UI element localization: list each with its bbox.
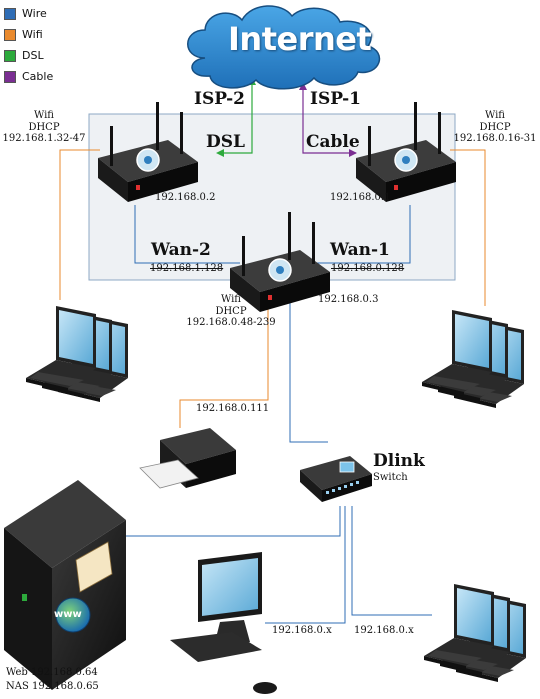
legend: Wire Wifi DSL Cable [4,3,53,87]
printer-ip: 192.168.0.111 [196,403,270,414]
dhcp-range: 192.168.1.32-47 [2,133,86,144]
switch-type: Switch [373,472,408,483]
wan2-wire [134,205,240,264]
wifi-label: Wifi [34,110,54,121]
cable-label: Cable [306,132,360,152]
router-center-ip: 192.168.0.3 [318,294,379,305]
legend-label: Wire [22,7,47,20]
www-label: www [54,609,82,620]
cable-arrow-right [349,149,357,157]
legend-label: Cable [22,70,54,83]
cable-swatch [4,70,16,83]
wifi-label: Wifi [221,294,241,305]
router-center-wifi-dhcp: Wifi DHCP 192.168.0.48-239 [176,294,286,329]
wifi-right [450,149,486,306]
legend-item-wire: Wire [4,3,53,24]
dhcp-label: DHCP [28,121,60,133]
www-globe-icon [55,597,91,633]
legend-item-dsl: DSL [4,45,53,66]
dhcp-label: DHCP [215,305,247,317]
cable-link [302,83,356,154]
internet-cloud-icon [187,5,381,90]
router-left-wifi-dhcp: Wifi DHCP 192.168.1.32-47 [0,110,88,145]
wifi-label: Wifi [485,110,505,121]
wan1-wire [312,205,411,264]
desktop-icon [170,552,277,694]
legend-label: DSL [22,49,44,62]
wan1-ip: 192.168.0.128 [331,263,405,274]
wifi-swatch [4,28,16,41]
server-icon [4,480,126,690]
laptops-right-icon [422,310,524,408]
isp1-label: ISP-1 [310,89,361,109]
wan2-ip: 192.168.1.128 [150,263,224,274]
laptops-left-icon [26,306,128,402]
dhcp-label: DHCP [479,121,511,133]
wire-swatch [4,7,16,20]
router-right-ip: 192.168.0.1 [330,192,391,203]
switch-icon [300,456,372,502]
dsl-label: DSL [206,132,245,152]
isp2-label: ISP-2 [194,89,245,109]
internet-label: Internet [228,20,372,58]
wifi-printer [179,300,269,428]
server-nas-label: NAS 192.168.0.65 [6,681,99,692]
switch-wire [289,300,328,443]
dhcp-range: 192.168.0.48-239 [186,317,276,328]
legend-item-wifi: Wifi [4,24,53,45]
server-wire [125,506,341,537]
laptops-bottom-ip: 192.168.0.x [354,625,414,636]
legend-label: Wifi [22,28,43,41]
desktop-wire [265,506,346,624]
server-web-label: Web 192.168.0.64 [6,667,98,678]
desktop-ip: 192.168.0.x [272,625,332,636]
wan2-label: Wan-2 [151,240,211,260]
dhcp-range: 192.168.0.16-31 [453,133,537,144]
dsl-link [220,79,253,154]
wan1-label: Wan-1 [330,240,390,260]
laptops-bottom-wire [351,506,432,616]
router-left-ip: 192.168.0.2 [155,192,216,203]
laptops-bottom-icon [424,584,526,682]
legend-item-cable: Cable [4,66,53,87]
dsl-arrow-left [216,149,224,157]
dsl-swatch [4,49,16,62]
wifi-left [59,149,100,300]
switch-name: Dlink [373,451,425,471]
router-right-wifi-dhcp: Wifi DHCP 192.168.0.16-31 [450,110,540,145]
printer-icon [139,428,236,489]
